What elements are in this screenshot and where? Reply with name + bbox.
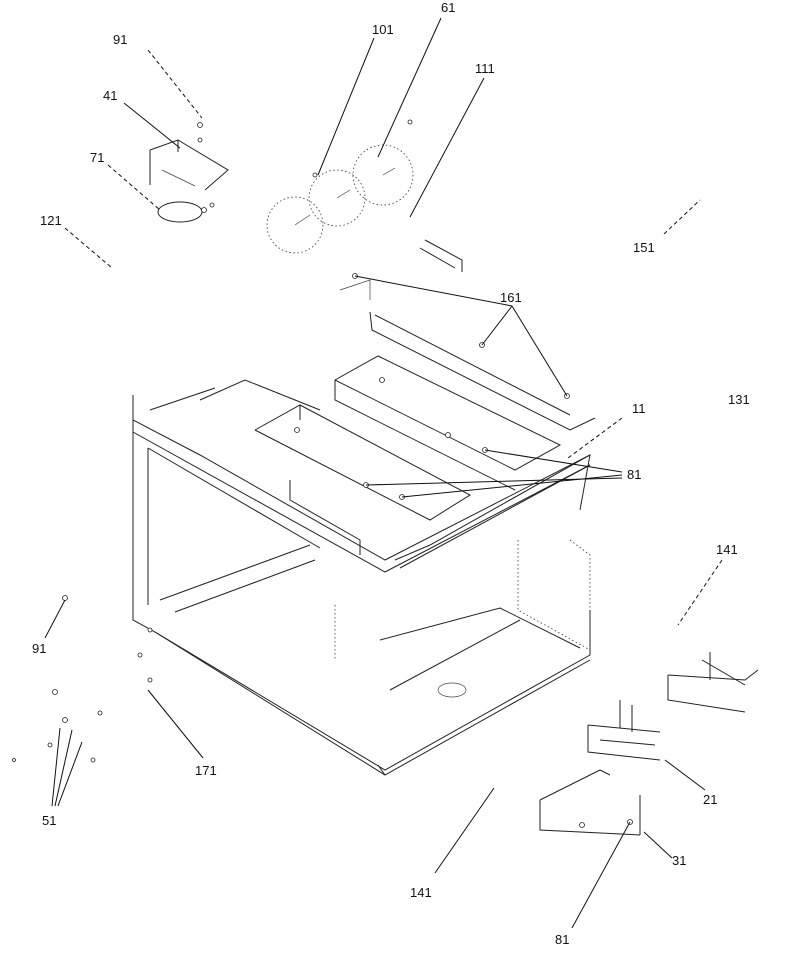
- callout-71: 71: [90, 150, 104, 165]
- callout-131: 131: [728, 392, 750, 407]
- callout-81-bottom: 81: [555, 932, 569, 947]
- callout-31: 31: [672, 853, 686, 868]
- callout-11: 11: [632, 401, 646, 416]
- gear-set-61: [266, 119, 414, 254]
- callout-81-upper: 81: [627, 467, 641, 482]
- right-brackets-141: [587, 652, 759, 761]
- callout-61: 61: [441, 0, 455, 15]
- leader-lines: [44, 17, 723, 929]
- callout-labels: 91 41 71 121 101 61 111 151 161 131 11 8…: [32, 0, 750, 947]
- callout-141-right: 141: [716, 542, 738, 557]
- callout-21: 21: [703, 792, 717, 807]
- loose-fasteners: [12, 273, 570, 763]
- callout-111: 111: [475, 61, 495, 76]
- callout-41: 41: [103, 88, 117, 103]
- bottom-bracket-31: [539, 769, 641, 836]
- callout-121: 121: [40, 213, 62, 228]
- callout-151: 151: [633, 240, 655, 255]
- callout-91-top: 91: [113, 32, 127, 47]
- callout-141-bottom: 141: [410, 885, 432, 900]
- callout-91-left: 91: [32, 641, 46, 656]
- callout-171: 171: [195, 763, 217, 778]
- main-chassis-frame: [132, 379, 591, 776]
- top-cover-plate: [254, 311, 596, 569]
- callout-161: 161: [500, 290, 522, 305]
- upper-bracket-111: [339, 239, 463, 300]
- callout-51: 51: [42, 813, 56, 828]
- callout-101: 101: [372, 22, 394, 37]
- motor-assembly-41: [149, 122, 229, 223]
